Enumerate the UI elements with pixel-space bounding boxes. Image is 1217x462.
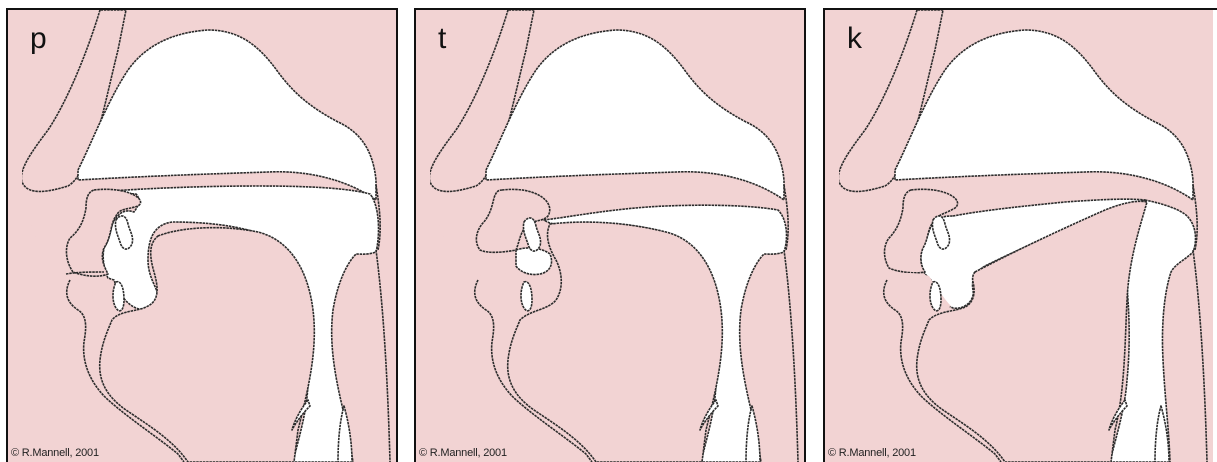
copyright-credit: © R.Mannell, 2001 bbox=[419, 447, 507, 460]
lip-opening bbox=[516, 248, 552, 275]
lower-teeth bbox=[930, 282, 941, 311]
lower-teeth bbox=[521, 282, 532, 311]
lower-teeth bbox=[113, 282, 124, 311]
phoneme-label: t bbox=[438, 22, 446, 56]
panel-k: k © R.Mannell, 2001 bbox=[823, 8, 1217, 462]
panel-p: p © R.Mannell, 2001 bbox=[6, 8, 398, 462]
phoneme-label: k bbox=[847, 22, 862, 56]
panel-t: t © R.Mannell, 2001 bbox=[414, 8, 806, 462]
copyright-credit: © R.Mannell, 2001 bbox=[828, 447, 916, 460]
vocal-tract-diagram-p bbox=[8, 10, 396, 462]
vocal-tract-diagram-t bbox=[416, 10, 804, 462]
copyright-credit: © R.Mannell, 2001 bbox=[11, 447, 99, 460]
vocal-tract-diagram-k bbox=[825, 10, 1213, 462]
phoneme-label: p bbox=[30, 22, 47, 56]
